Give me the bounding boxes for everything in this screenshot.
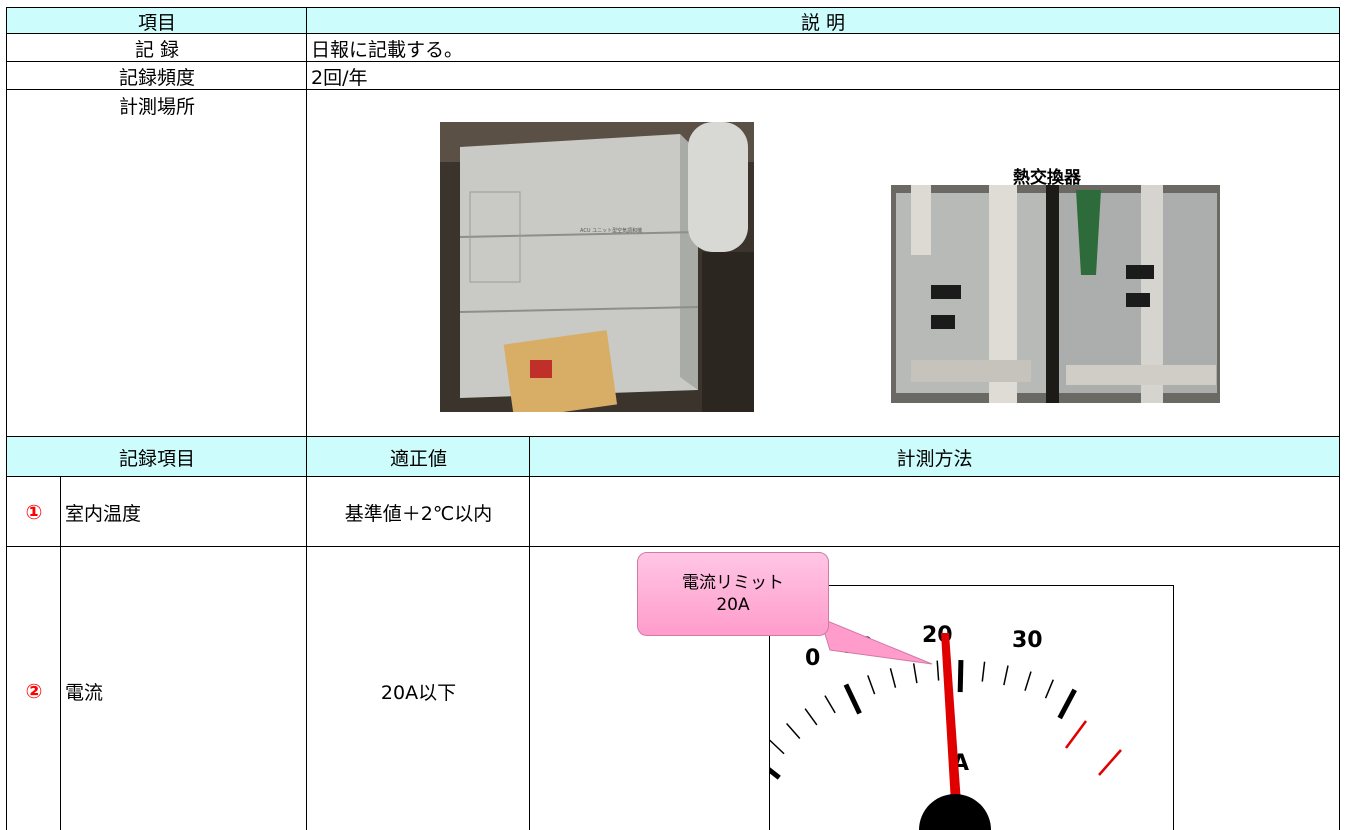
gauge-minor-tick (912, 663, 918, 684)
record-value: 日報に記載する。 (311, 38, 464, 61)
callout-title: 電流リミット (682, 573, 784, 593)
heat-exchanger-label: 熱交換器 (1013, 168, 1081, 188)
record-value-cell: 日報に記載する。 (306, 33, 1340, 63)
frequency-label: 記録頻度 (118, 66, 195, 89)
item-1-number: ① (25, 500, 43, 524)
gauge-tick-30: 30 (1012, 628, 1043, 653)
item-2-number-cell: ② (6, 546, 62, 830)
subheader-item: 記録項目 (6, 436, 308, 478)
record-label-cell: 記 録 (6, 33, 308, 63)
gauge-major-tick (769, 766, 781, 780)
frequency-label-cell: 記録頻度 (6, 61, 308, 91)
current-limit-callout: 電流リミット 20A (637, 552, 829, 636)
item-1-method-cell (529, 476, 1340, 548)
gauge-minor-tick (1003, 665, 1009, 686)
frequency-value: 2回/年 (311, 66, 368, 89)
subheader-proper-value-text: 適正値 (389, 447, 447, 470)
gauge-minor-tick (1024, 671, 1032, 691)
header-item-text: 項目 (137, 11, 176, 34)
gauge-minor-tick (804, 708, 818, 726)
gauge-needle (941, 633, 961, 803)
item-2-name-cell: 電流 (60, 546, 308, 830)
header-item: 項目 (6, 7, 308, 35)
gauge-minor-tick (867, 675, 876, 695)
gauge-minor-tick (889, 668, 897, 688)
gauge-minor-tick (824, 695, 836, 714)
item-1-number-cell: ① (6, 476, 62, 548)
gauge-minor-tick (769, 739, 785, 755)
gauge-hub (919, 794, 991, 830)
item-1-name: 室内温度 (65, 502, 142, 525)
item-1-proper-value: 基準値＋2℃以内 (344, 502, 493, 525)
record-label: 記 録 (134, 38, 180, 61)
gauge-major-tick (843, 683, 862, 715)
svg-text:ACU ユニット型空気調和機: ACU ユニット型空気調和機 (580, 227, 642, 234)
ammeter-gauge: 0 10 20 30 A (769, 623, 1122, 830)
gauge-minor-tick (981, 661, 986, 682)
item-2-proper-value-cell: 20A以下 (306, 546, 531, 830)
acu-unit-photo: ACU ユニット型空気調和機 (440, 122, 754, 412)
gauge-major-tick (957, 660, 964, 693)
subheader-proper-value: 適正値 (306, 436, 531, 478)
gauge-minor-tick (936, 660, 940, 681)
location-label-cell: 計測場所 (6, 89, 308, 438)
gauge-major-tick (1057, 688, 1077, 720)
item-1-proper-value-cell: 基準値＋2℃以内 (306, 476, 531, 548)
callout-value: 20A (716, 595, 750, 615)
subheader-method: 計測方法 (529, 436, 1340, 478)
item-2-name: 電流 (65, 681, 104, 704)
subheader-item-text: 記録項目 (118, 447, 195, 470)
gauge-tick-0: 0 (805, 646, 820, 671)
frequency-value-cell: 2回/年 (306, 61, 1340, 91)
location-label: 計測場所 (118, 96, 195, 118)
gauge-minor-tick (1044, 679, 1054, 699)
header-description: 説 明 (306, 7, 1340, 35)
heat-exchanger-photo (891, 185, 1220, 403)
subheader-method-text: 計測方法 (896, 447, 973, 470)
red-limit-mark-2 (1098, 749, 1122, 776)
header-description-text: 説 明 (800, 11, 846, 34)
red-limit-mark-1 (1064, 720, 1088, 749)
item-1-name-cell: 室内温度 (60, 476, 308, 548)
gauge-minor-tick (786, 723, 801, 740)
item-2-proper-value: 20A以下 (380, 681, 457, 704)
item-2-number: ② (25, 679, 43, 703)
